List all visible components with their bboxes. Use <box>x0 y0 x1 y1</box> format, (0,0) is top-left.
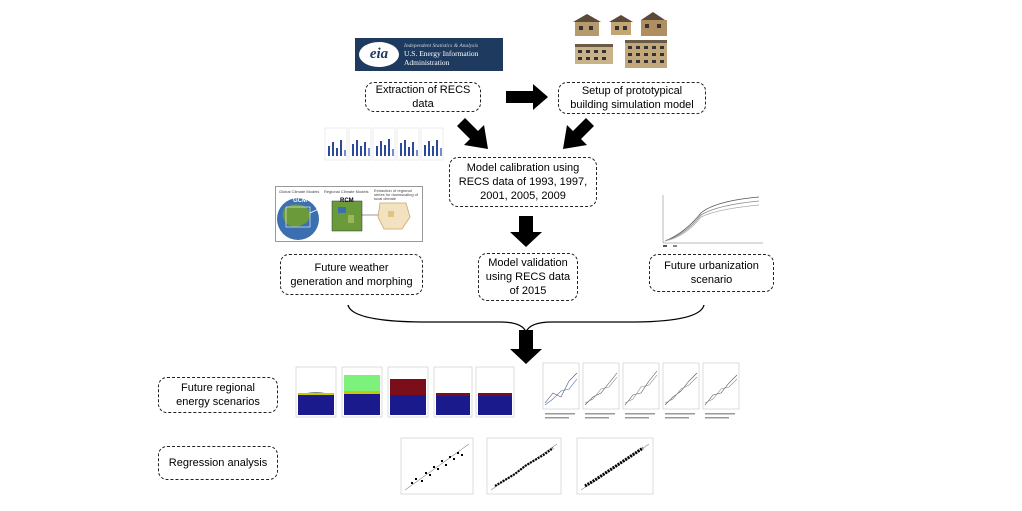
regression-scatter-plots <box>400 437 654 495</box>
arrow-extraction-to-setup <box>506 84 548 110</box>
climate-label-gcm: Global Climate Models <box>279 189 320 194</box>
bar-thumb-5 <box>420 127 444 161</box>
building-prototypes-image <box>573 12 667 68</box>
regression-box: Regression analysis <box>158 446 278 480</box>
rcm-map <box>331 200 363 232</box>
line-chart-2 <box>582 362 620 410</box>
line-chart-3 <box>622 362 660 410</box>
urbanization-box: Future urbanization scenario <box>649 254 774 292</box>
validation-box: Model validation using RECS data of 2015 <box>478 253 578 301</box>
regional-area-charts <box>295 366 515 418</box>
bar-thumb-1 <box>324 127 348 161</box>
eia-mark: eia <box>359 42 399 67</box>
area-chart-4 <box>433 366 473 418</box>
arrow-setup-to-calibration <box>563 118 594 149</box>
eia-line2: Administration <box>404 57 450 67</box>
climate-downscaling-figure: Global Climate Models Regional Climate M… <box>275 186 423 242</box>
urbanization-line-chart <box>655 193 765 251</box>
arrow-extraction-to-calibration <box>457 118 488 149</box>
house-1 <box>573 14 601 36</box>
line-chart-1 <box>542 362 580 410</box>
climate-label-extraction: Extraction of regional series for downsc… <box>374 188 419 201</box>
regional-box: Future regional energy scenarios <box>158 377 278 413</box>
scatter-plot-1 <box>400 437 474 495</box>
arrow-calibration-to-validation <box>510 216 542 247</box>
eia-line1: U.S. Energy Information <box>404 49 479 59</box>
merge-brace <box>347 304 705 334</box>
house-3 <box>641 12 667 36</box>
climate-label-rcm: Regional Climate Models <box>324 189 369 194</box>
calibration-box: Model calibration using RECS data of 199… <box>449 157 597 207</box>
area-chart-1 <box>295 366 337 418</box>
extraction-box: Extraction of RECS data <box>365 82 481 112</box>
scatter-plot-2 <box>486 437 562 495</box>
bar-thumb-2 <box>348 127 372 161</box>
area-chart-2 <box>341 366 383 418</box>
eia-name: Independent Statistics & Analysis U.S. E… <box>404 42 478 68</box>
apartment-2 <box>625 40 667 68</box>
gcm-label: GCM <box>293 198 307 204</box>
recs-bar-thumbnails <box>324 127 444 161</box>
eia-logo: eia Independent Statistics & Analysis U.… <box>355 38 503 71</box>
apartment-1 <box>575 44 613 64</box>
regional-line-charts <box>542 362 740 419</box>
eia-tagline: Independent Statistics & Analysis <box>404 42 478 49</box>
rcm-label: RCM <box>340 198 354 204</box>
area-chart-3 <box>387 366 429 418</box>
line-chart-4 <box>662 362 700 410</box>
bar-thumb-3 <box>372 127 396 161</box>
climate-graphics <box>277 198 411 240</box>
weather-box: Future weather generation and morphing <box>280 254 423 295</box>
house-2 <box>609 15 633 35</box>
area-chart-5 <box>475 366 515 418</box>
line-chart-5 <box>702 362 740 410</box>
setup-box: Setup of prototypical building simulatio… <box>558 82 706 114</box>
bar-thumb-4 <box>396 127 420 161</box>
arrow-merge-to-results <box>510 330 542 364</box>
scatter-plot-3 <box>576 437 654 495</box>
